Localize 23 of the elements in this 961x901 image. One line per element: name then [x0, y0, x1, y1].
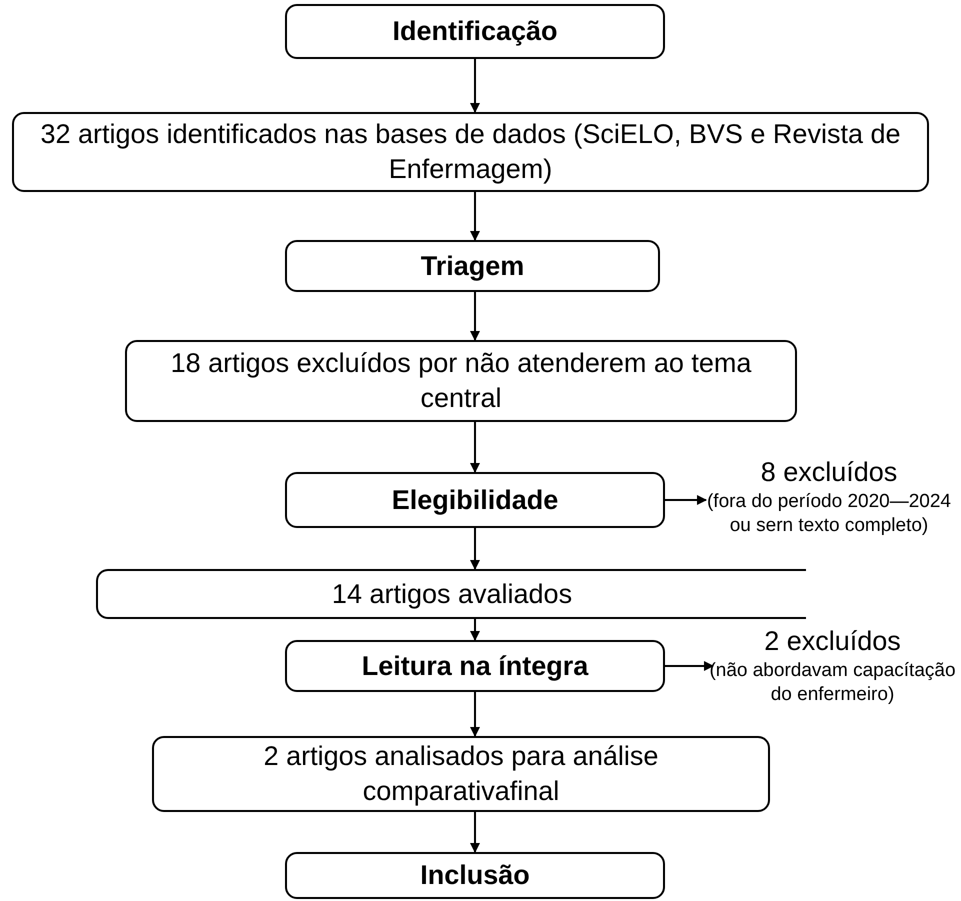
exclusion-reason: (não abordavam capacítação do enfermeiro) [708, 658, 957, 706]
exclusion-reason: (fora do período 2020—2024 ou sern texto completo) [706, 490, 952, 538]
arrow [470, 59, 480, 113]
arrow [470, 422, 480, 473]
stage-box: Leitura na íntegra [285, 640, 665, 692]
arrow [470, 619, 480, 641]
process-box: 2 artigos analisados para análise comparativafinal [152, 736, 770, 812]
stage-box: Identificação [285, 4, 665, 59]
stage-box: Triagem [285, 240, 660, 292]
arrow [470, 692, 480, 737]
exclusion-count: 2 excluídos [764, 625, 901, 658]
arrow [470, 528, 480, 570]
stage-box: Inclusão [285, 852, 665, 899]
process-box: 32 artigos identificados nas bases de dados (SciELO, BVS e Revista de Enfermagem) [12, 112, 929, 192]
exclusion-count: 8 excluídos [760, 456, 898, 489]
arrow [470, 812, 480, 853]
process-box: 14 artigos avaliados [96, 569, 806, 619]
process-box: 18 artigos excluídos por não atenderem ao tema central [125, 340, 797, 422]
arrow [665, 495, 707, 505]
stage-box: Elegibilidade [285, 472, 665, 528]
arrow [665, 661, 714, 671]
arrow [470, 292, 480, 341]
arrow [470, 192, 480, 241]
